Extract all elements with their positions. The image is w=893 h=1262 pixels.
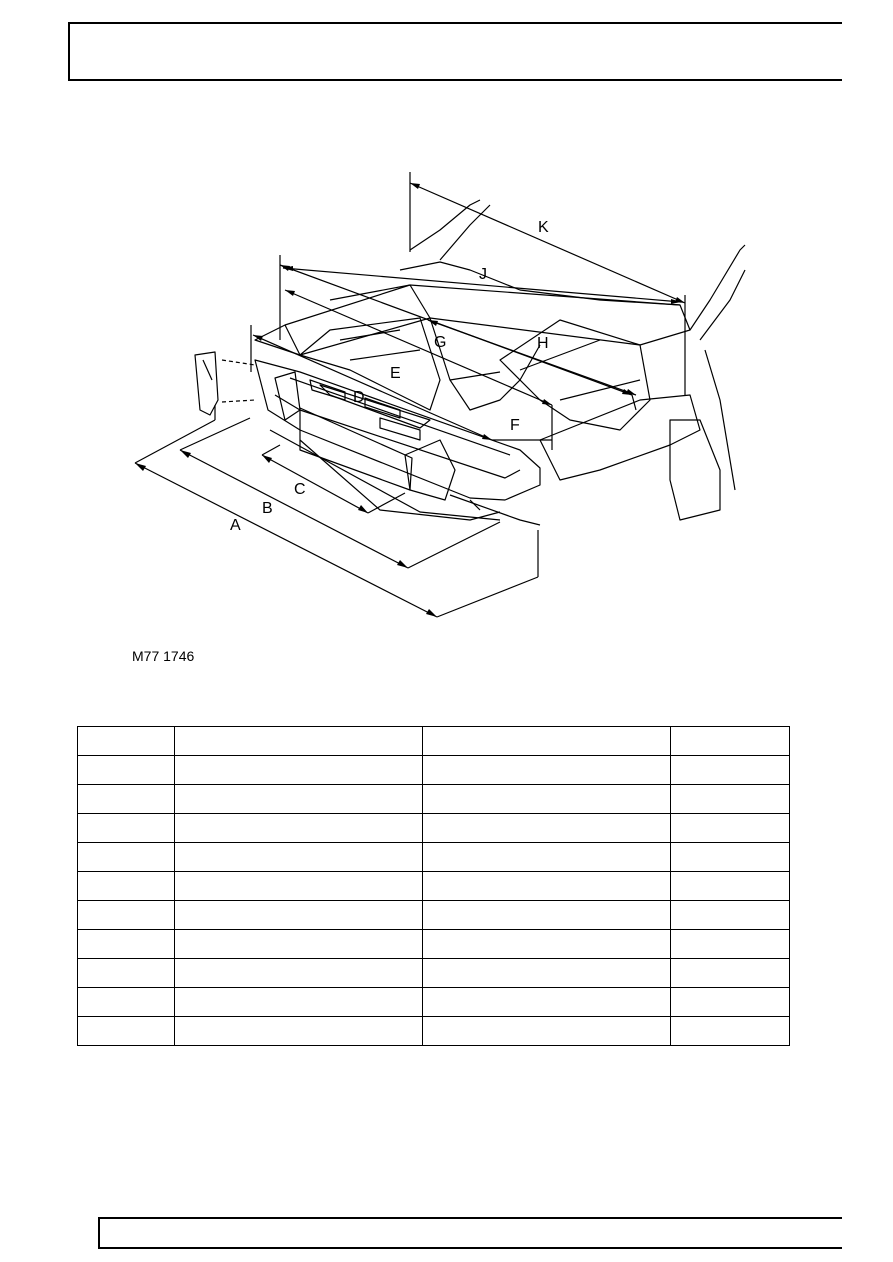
table-cell bbox=[422, 958, 671, 988]
table-cell bbox=[670, 900, 790, 930]
table-cell bbox=[670, 929, 790, 959]
table-cell bbox=[670, 726, 790, 756]
dimension-label-c: C bbox=[294, 481, 306, 498]
dimension-label-b: B bbox=[262, 500, 273, 517]
table-cell bbox=[174, 958, 423, 988]
page-footer-box bbox=[98, 1217, 842, 1249]
table-cell bbox=[77, 958, 175, 988]
table-cell bbox=[422, 813, 671, 843]
table-row bbox=[77, 813, 790, 843]
table-cell bbox=[77, 842, 175, 872]
table-cell bbox=[174, 842, 423, 872]
table-cell bbox=[77, 1016, 175, 1046]
table-row bbox=[77, 726, 790, 756]
table-row bbox=[77, 958, 790, 988]
table-cell bbox=[670, 784, 790, 814]
dimensions-table bbox=[77, 726, 790, 1046]
table-cell bbox=[174, 871, 423, 901]
dimension-lines bbox=[134, 172, 686, 618]
dimension-label-e: E bbox=[390, 365, 401, 382]
table-cell bbox=[174, 929, 423, 959]
table-cell bbox=[422, 755, 671, 785]
table-cell bbox=[174, 813, 423, 843]
table-cell bbox=[77, 813, 175, 843]
table-row bbox=[77, 1016, 790, 1046]
table-row bbox=[77, 755, 790, 785]
table-cell bbox=[670, 871, 790, 901]
body-dimensions-illustration: A B C D E F G H J K bbox=[134, 172, 746, 618]
table-cell bbox=[77, 755, 175, 785]
table-cell bbox=[670, 755, 790, 785]
table-row bbox=[77, 900, 790, 930]
table-cell bbox=[77, 726, 175, 756]
table-row bbox=[77, 842, 790, 872]
table-row bbox=[77, 784, 790, 814]
dimension-label-h: H bbox=[537, 335, 549, 352]
dimension-label-k: K bbox=[538, 219, 549, 236]
table-cell bbox=[670, 842, 790, 872]
table-cell bbox=[422, 900, 671, 930]
table-cell bbox=[77, 900, 175, 930]
table-cell bbox=[422, 784, 671, 814]
table-cell bbox=[77, 929, 175, 959]
table-cell bbox=[174, 987, 423, 1017]
table-cell bbox=[670, 987, 790, 1017]
table-cell bbox=[422, 1016, 671, 1046]
table-row bbox=[77, 871, 790, 901]
table-row bbox=[77, 929, 790, 959]
figure-reference: M77 1746 bbox=[132, 648, 195, 664]
dimension-arrowheads bbox=[135, 183, 685, 617]
table-cell bbox=[174, 900, 423, 930]
dimension-labels: A B C D E F G H J K bbox=[230, 219, 549, 534]
table-cell bbox=[174, 755, 423, 785]
dimension-label-d: D bbox=[353, 389, 365, 406]
table-cell bbox=[670, 1016, 790, 1046]
table-cell bbox=[174, 1016, 423, 1046]
table-cell bbox=[422, 871, 671, 901]
table-cell bbox=[174, 784, 423, 814]
table-cell bbox=[422, 842, 671, 872]
table-cell bbox=[670, 813, 790, 843]
table-cell bbox=[77, 784, 175, 814]
dimension-label-j: J bbox=[479, 266, 487, 283]
table-cell bbox=[422, 987, 671, 1017]
table-cell bbox=[77, 871, 175, 901]
vehicle-front-structure-drawing bbox=[194, 199, 746, 526]
table-cell bbox=[77, 987, 175, 1017]
page-header-box bbox=[68, 22, 842, 81]
table-cell bbox=[422, 726, 671, 756]
table-row bbox=[77, 987, 790, 1017]
table-cell bbox=[670, 958, 790, 988]
table-cell bbox=[174, 726, 423, 756]
table-cell bbox=[422, 929, 671, 959]
dimension-label-a: A bbox=[230, 517, 241, 534]
dimension-label-f: F bbox=[510, 417, 520, 434]
dimension-label-g: G bbox=[434, 334, 446, 351]
